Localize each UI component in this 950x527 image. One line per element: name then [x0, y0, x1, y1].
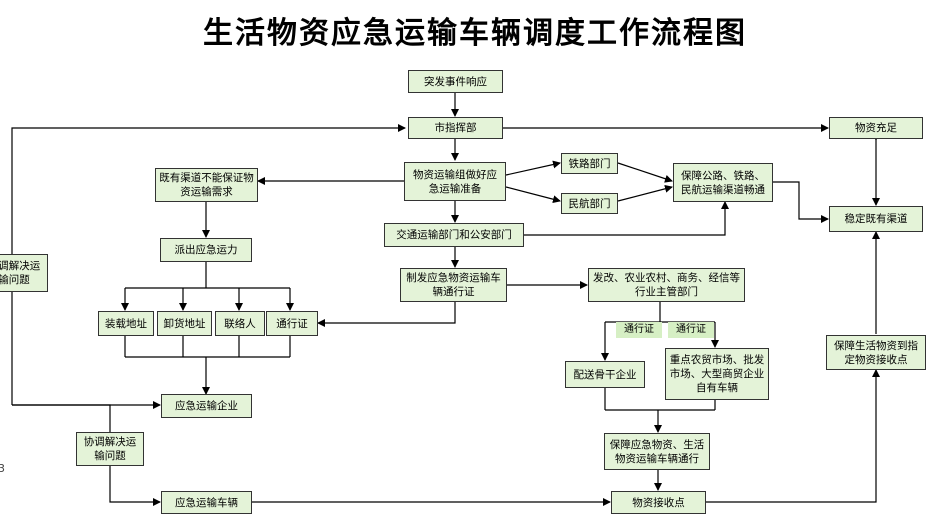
node-ensure-channels: 保障公路、铁路、民航运输渠道畅通 — [673, 163, 773, 202]
node-traffic-police: 交通运输部门和公安部门 — [384, 223, 524, 247]
node-pass: 通行证 — [266, 311, 318, 336]
arrow-coordinate-vehicles — [109, 466, 161, 506]
arrow-civil-ensure — [617, 184, 673, 202]
arrow-coordinate-command — [11, 124, 406, 405]
page-title: 生活物资应急运输车辆调度工作流程图 — [203, 16, 747, 51]
arrow-receiving-guarantee-supply — [706, 369, 880, 503]
label-pass-1: 通行证 — [616, 322, 662, 338]
node-transport-prep: 物资运输组做好应急运输准备 — [404, 162, 506, 201]
node-markets: 重点农贸市场、批发市场、大型商贸企业自有车辆 — [665, 348, 769, 400]
node-supply-sufficient: 物资充足 — [829, 117, 923, 139]
label-pass-2: 通行证 — [668, 322, 714, 338]
node-coordinate-left: 协调解决运输问题 — [0, 254, 48, 292]
node-depts: 发改、农业农村、商务、经信等行业主管部门 — [588, 268, 745, 302]
arrow-prep-railway — [505, 160, 561, 176]
node-guarantee-supply: 保障生活物资到指定物资接收点 — [826, 335, 926, 370]
node-unloading-address: 卸货地址 — [157, 311, 212, 336]
arrow-issue-pass — [317, 302, 456, 327]
arrow-traffic-ensure — [524, 201, 729, 236]
node-coordinate-bottom: 协调解决运输问题 — [76, 432, 144, 466]
arrow-railway-ensure — [617, 162, 673, 183]
node-receiving-point: 物资接收点 — [611, 491, 706, 514]
node-dispatch-capacity: 派出应急运力 — [160, 238, 252, 262]
node-contact: 联络人 — [215, 311, 265, 336]
node-emergency-enterprise: 应急运输企业 — [161, 394, 252, 418]
node-guarantee-vehicles: 保障应急物资、生活物资运输车辆通行 — [604, 433, 710, 470]
node-civil-aviation: 民航部门 — [561, 193, 618, 214]
stray-mark: 3 — [0, 462, 5, 475]
node-incident-response: 突发事件响应 — [408, 70, 503, 93]
node-stabilize-channel: 稳定既有渠道 — [829, 206, 923, 232]
arrow-prep-civil — [505, 186, 561, 204]
line-enterprise-coordinate — [12, 404, 111, 432]
node-loading-address: 装载地址 — [98, 311, 154, 336]
node-railway: 铁路部门 — [561, 153, 618, 174]
node-emergency-vehicles: 应急运输车辆 — [161, 491, 252, 514]
node-issue-pass: 制发应急物资运输车辆通行证 — [400, 268, 507, 302]
arrow-ensure-stabilize — [773, 181, 829, 223]
node-existing-channel-insufficient: 既有渠道不能保证物资运输需求 — [155, 168, 258, 202]
node-key-enterprise: 配送骨干企业 — [565, 361, 645, 388]
node-city-command: 市指挥部 — [408, 117, 503, 139]
